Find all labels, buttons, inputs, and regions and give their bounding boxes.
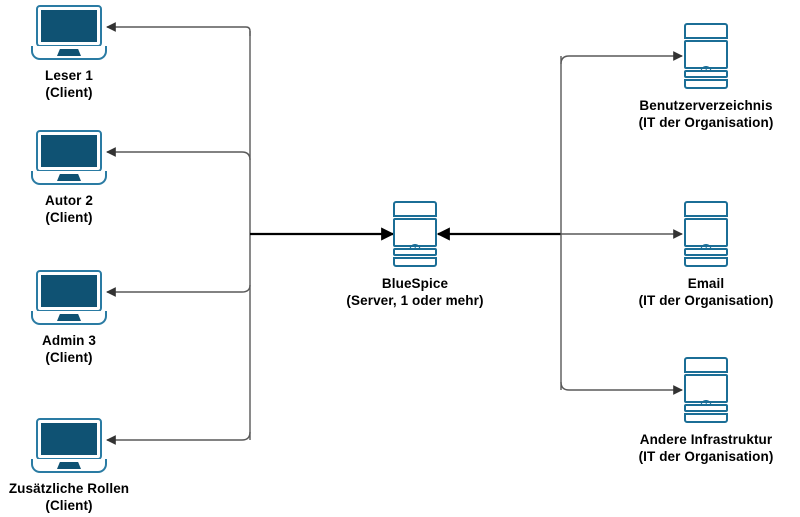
connector-bluespice-to-zusaetzliche-rollen <box>106 431 251 445</box>
node-subtitle: (Client) <box>45 85 93 100</box>
node-title: Email <box>687 276 725 291</box>
server-bay-main <box>684 40 728 77</box>
node-label-admin-3: Admin 3 (Client) <box>42 332 96 366</box>
laptop-screen <box>41 10 97 42</box>
laptop-lid <box>36 418 102 460</box>
node-label-autor-2: Autor 2 (Client) <box>45 192 93 226</box>
server-bay-slot-2 <box>393 257 437 267</box>
server-bay-top <box>684 201 728 217</box>
laptop-screen <box>41 275 97 307</box>
node-label-benutzerverzeichnis: Benutzerverzeichnis (IT der Organisation… <box>639 97 774 131</box>
node-subtitle: (Client) <box>45 210 93 225</box>
connector-bluespice-to-benutzerverzeichnis <box>560 51 683 65</box>
node-label-zusaetzliche-rollen: Zusätzliche Rollen (Client) <box>9 480 129 514</box>
laptop-lid <box>36 130 102 172</box>
laptop-screen <box>41 423 97 455</box>
laptop-icon <box>31 5 107 60</box>
server-bay-slot-2 <box>684 79 728 89</box>
server-icon <box>684 357 728 423</box>
connector-bluespice-to-andere-infrastruktur <box>560 381 683 395</box>
server-bay-main <box>393 218 437 255</box>
node-label-andere-infrastruktur: Andere Infrastruktur (IT der Organisatio… <box>639 431 774 465</box>
server-icon <box>393 201 437 267</box>
node-title: Admin 3 <box>42 333 96 348</box>
server-bay-top <box>684 357 728 373</box>
server-bay-slot-1 <box>684 248 728 256</box>
laptop-touchpad <box>57 174 81 181</box>
node-subtitle: (IT der Organisation) <box>638 293 774 308</box>
server-icon <box>684 201 728 267</box>
node-label-email: Email (IT der Organisation) <box>639 275 774 309</box>
node-subtitle: (Server, 1 oder mehr) <box>346 293 484 308</box>
connector-bluespice-to-leser-1 <box>106 22 251 36</box>
server-bay-main <box>684 374 728 411</box>
server-bay-top <box>393 201 437 217</box>
node-title: BlueSpice <box>381 276 449 291</box>
node-title: Andere Infrastruktur <box>639 432 773 447</box>
node-subtitle: (IT der Organisation) <box>638 115 774 130</box>
node-subtitle: (IT der Organisation) <box>638 449 774 464</box>
connector-bluespice-to-autor-2 <box>106 147 251 161</box>
node-title: Benutzerverzeichnis <box>639 98 773 113</box>
server-bay-slot-1 <box>393 248 437 256</box>
laptop-screen <box>41 135 97 167</box>
server-bay-slot-2 <box>684 413 728 423</box>
laptop-lid <box>36 270 102 312</box>
server-bay-top <box>684 23 728 39</box>
laptop-lid <box>36 5 102 47</box>
laptop-touchpad <box>57 49 81 56</box>
node-label-bluespice: BlueSpice (Server, 1 oder mehr) <box>346 275 483 309</box>
laptop-touchpad <box>57 462 81 469</box>
server-bay-main <box>684 218 728 255</box>
server-bay-slot-1 <box>684 70 728 78</box>
server-icon <box>684 23 728 89</box>
node-title: Autor 2 <box>45 193 93 208</box>
laptop-icon <box>31 418 107 473</box>
node-subtitle: (Client) <box>45 498 93 513</box>
node-title: Leser 1 <box>45 68 93 83</box>
server-bay-slot-1 <box>684 404 728 412</box>
node-label-leser-1: Leser 1 (Client) <box>45 67 93 101</box>
node-title: Zusätzliche Rollen <box>8 481 130 496</box>
laptop-icon <box>31 270 107 325</box>
laptop-icon <box>31 130 107 185</box>
server-bay-slot-2 <box>684 257 728 267</box>
laptop-touchpad <box>57 314 81 321</box>
connector-bluespice-to-admin-3 <box>106 284 251 297</box>
node-subtitle: (Client) <box>45 350 93 365</box>
